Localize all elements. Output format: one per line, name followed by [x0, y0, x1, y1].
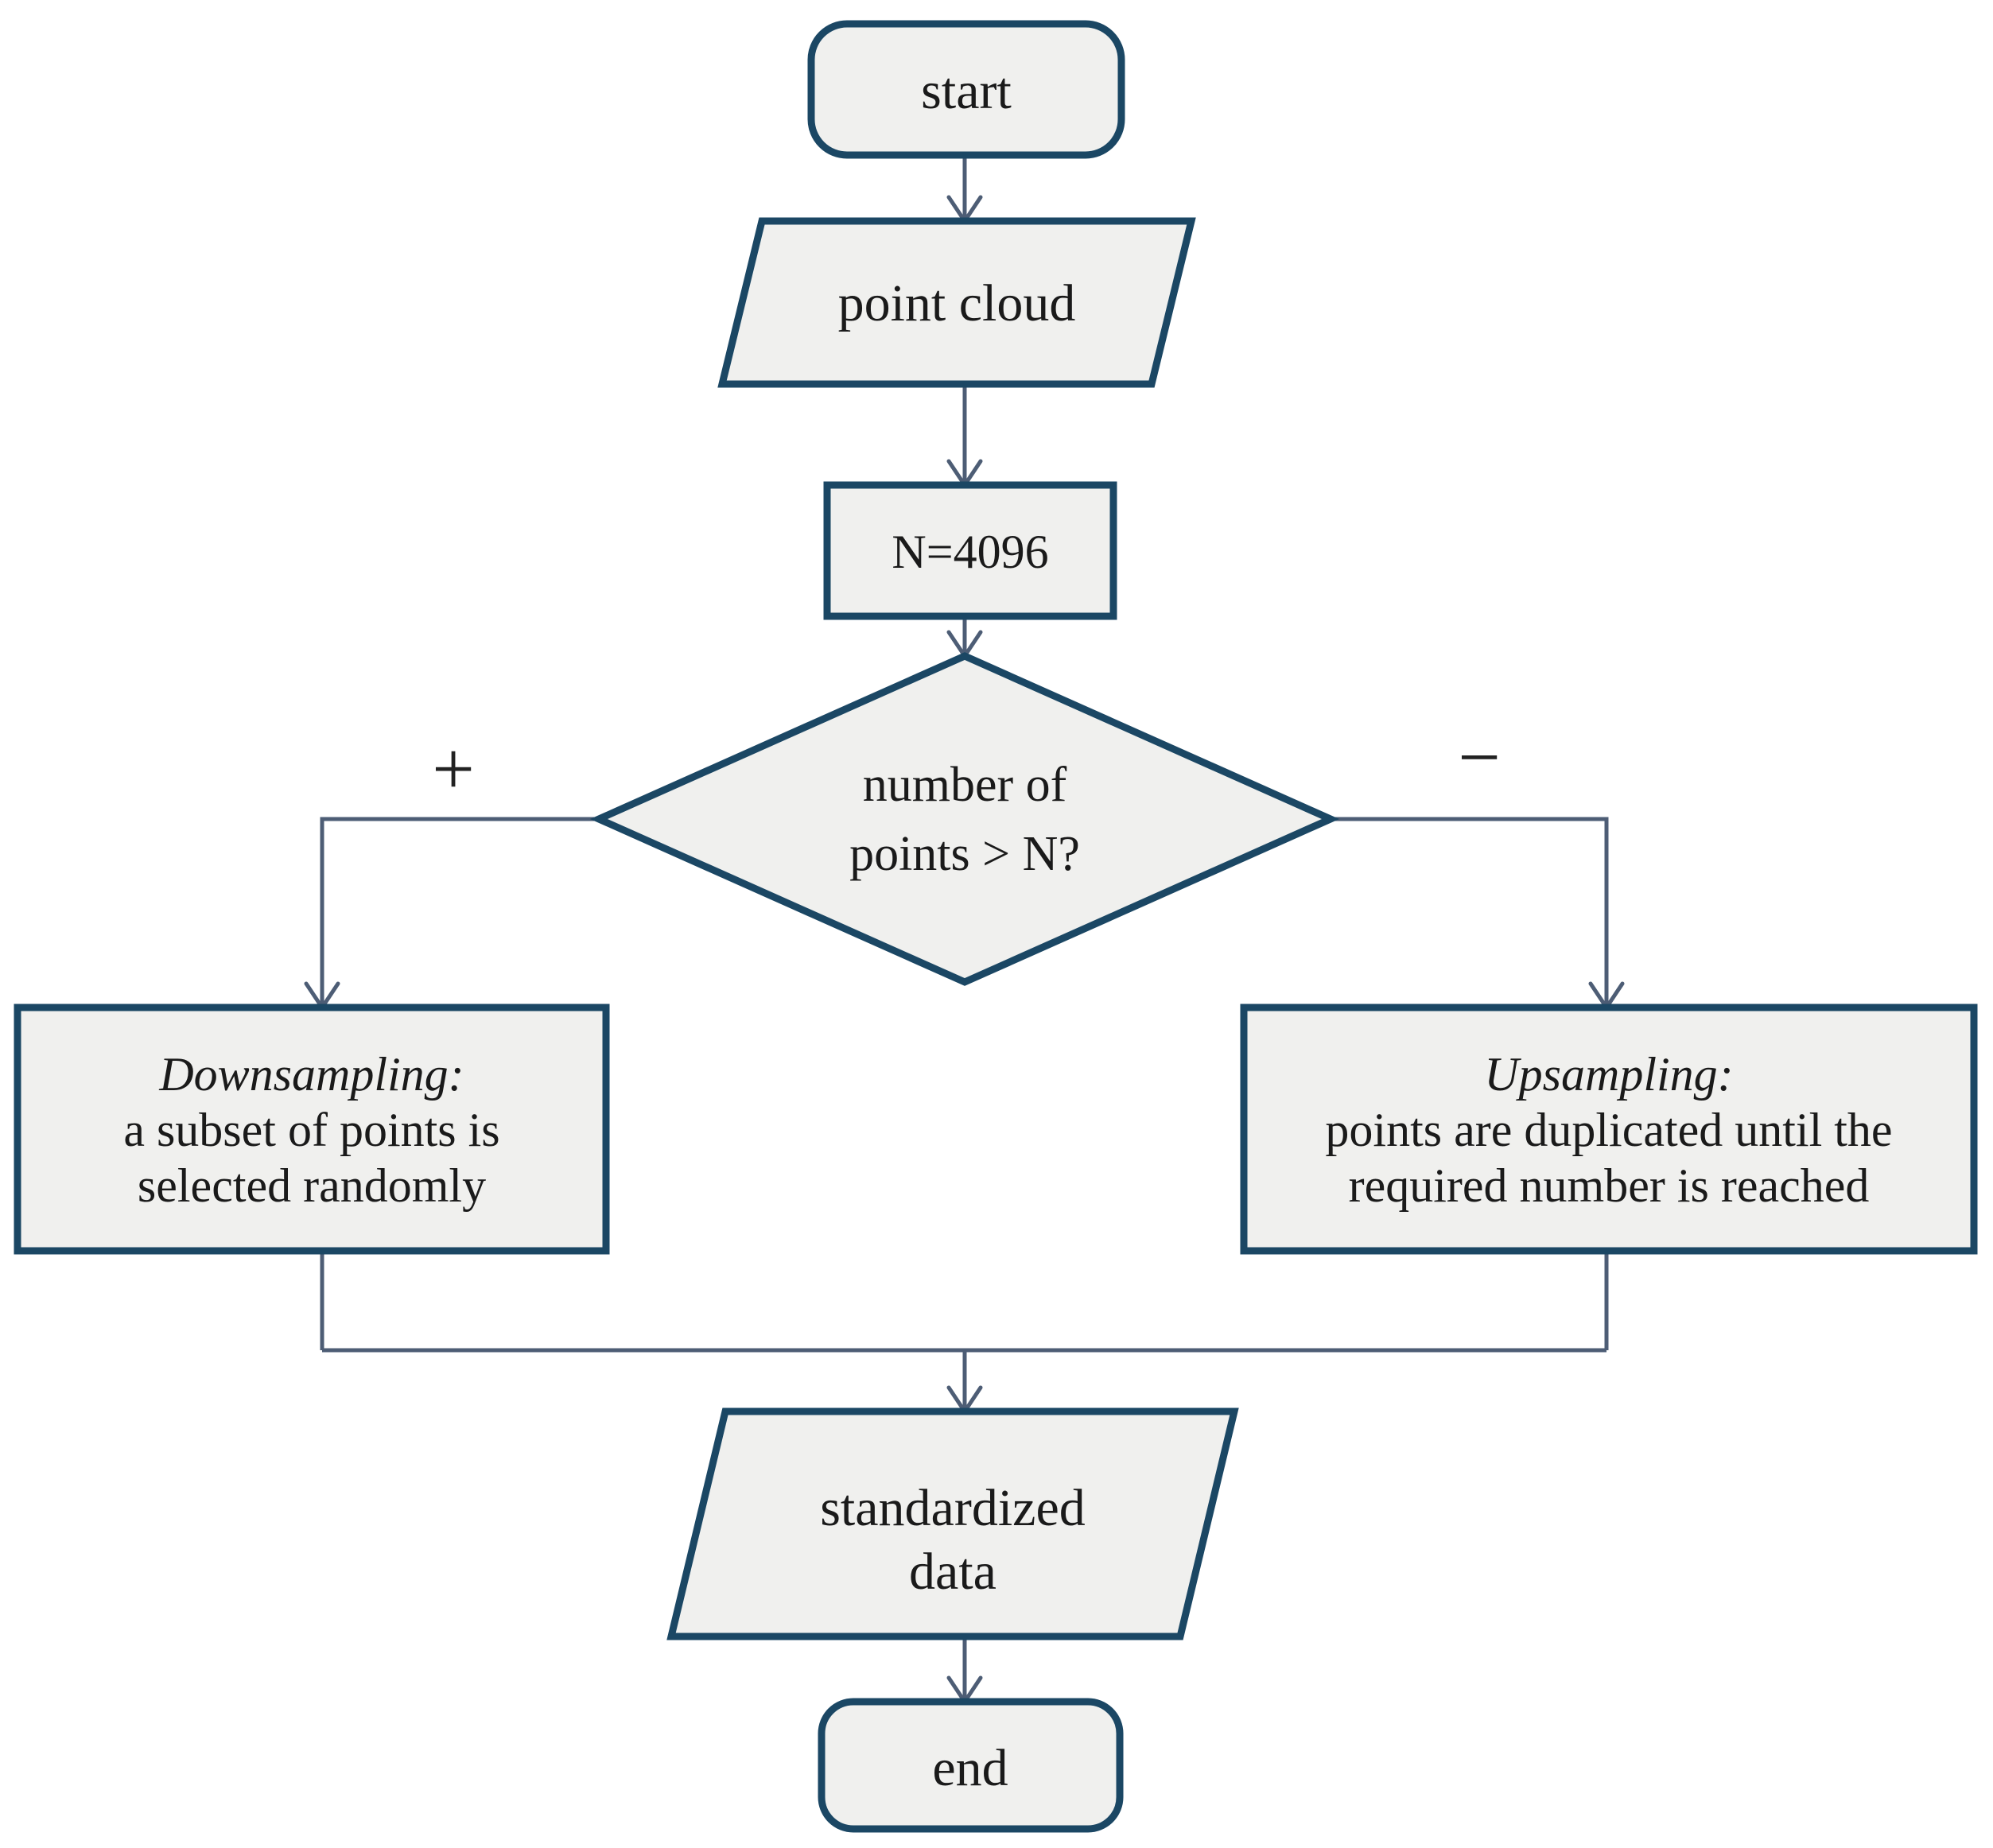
node-downsampling: Downsampling: a subset of points is sele… — [14, 1004, 610, 1255]
edge-decision-false-branch — [1331, 817, 1609, 1007]
start-label: start — [921, 62, 1012, 120]
decision-diamond-shape — [589, 652, 1340, 986]
downsampling-line2: a subset of points is — [123, 1104, 499, 1156]
branch-label-minus: − — [1458, 715, 1501, 799]
downsampling-line3: selected randomly — [138, 1159, 486, 1212]
upsampling-line3: required number is reached — [1349, 1159, 1870, 1212]
standardized-parallelogram-shape — [666, 1407, 1239, 1640]
point-cloud-parallelogram-shape — [717, 217, 1196, 388]
decision-label-line1: number of — [863, 758, 1067, 812]
end-label: end — [932, 1739, 1008, 1797]
node-upsampling: Upsampling: points are duplicated until … — [1240, 1004, 1978, 1255]
node-decision: number of points > N? — [589, 652, 1340, 986]
start-terminator-shape — [807, 20, 1125, 159]
point-cloud-label: point cloud — [838, 274, 1076, 332]
edges — [304, 155, 1625, 1706]
set-n-process-shape — [823, 481, 1117, 620]
branch-label-plus: + — [432, 727, 475, 811]
node-set-n: N=4096 — [823, 481, 1117, 620]
upsampling-process-shape — [1240, 1004, 1978, 1255]
end-terminator-shape — [818, 1698, 1124, 1833]
downsampling-title: Downsampling: — [158, 1048, 464, 1101]
upsampling-title: Upsampling: — [1484, 1048, 1733, 1101]
upsampling-line2: points are duplicated until the — [1325, 1104, 1892, 1156]
node-point-cloud: point cloud — [717, 217, 1196, 388]
node-standardized-data: standardized data — [666, 1407, 1239, 1640]
standardized-label-line1: standardized — [820, 1479, 1086, 1537]
edge-decision-true-branch — [320, 817, 599, 1007]
set-n-label: N=4096 — [892, 526, 1048, 578]
downsampling-process-shape — [14, 1004, 610, 1255]
standardized-label-line2: data — [909, 1543, 996, 1601]
node-start: start — [807, 20, 1125, 159]
node-end: end — [818, 1698, 1124, 1833]
decision-label-line2: points > N? — [849, 827, 1080, 881]
